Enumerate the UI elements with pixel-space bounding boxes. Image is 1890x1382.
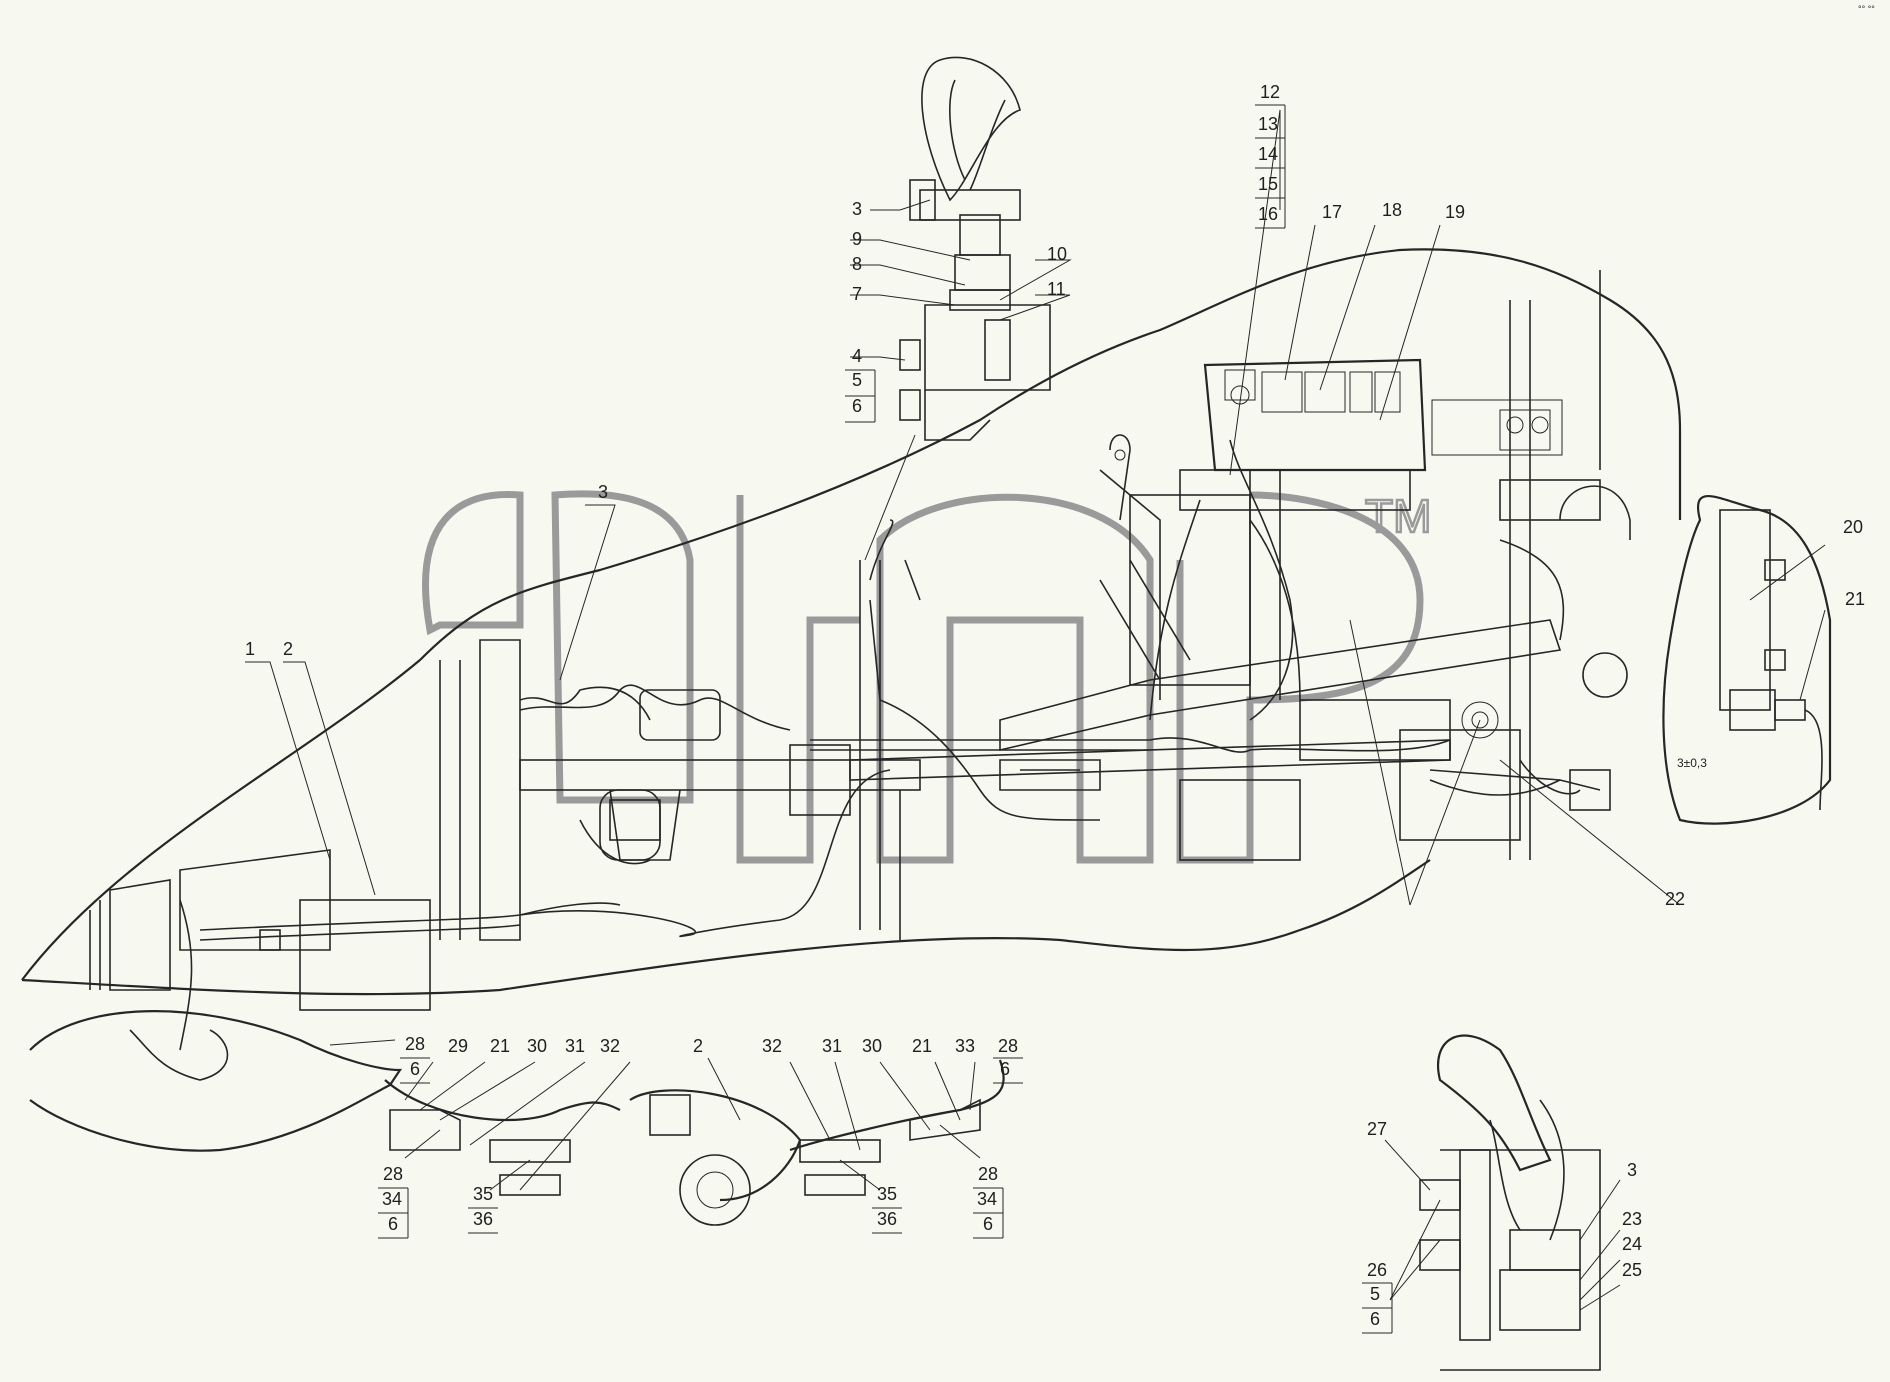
callout-labels: 1 2 3 3 9 8 7 10 11 4 5 6 12 13 14 15 16…	[245, 4, 1875, 1334]
callout-19: 19	[1445, 202, 1465, 222]
callout-15: 15	[1258, 174, 1278, 194]
callout-26: 26	[1367, 1260, 1387, 1280]
callout-34-left: 34	[382, 1189, 402, 1209]
callout-30-left: 30	[527, 1036, 547, 1056]
dimension-label: 3±0,3	[1677, 756, 1707, 770]
callout-23: 23	[1622, 1209, 1642, 1229]
callout-2-bottom: 2	[693, 1036, 703, 1056]
callout-3-top: 3	[852, 199, 862, 219]
watermark-tm: TM	[1365, 490, 1431, 542]
callout-21-right: 21	[912, 1036, 932, 1056]
callout-3: 3	[598, 482, 608, 502]
callout-21-left: 21	[490, 1036, 510, 1056]
watermark-logo: TM	[422, 489, 1433, 864]
callout-2: 2	[283, 639, 293, 659]
callout-5: 5	[852, 370, 862, 390]
instrument-panel	[1099, 358, 1563, 686]
callout-3-bottom: 3	[1627, 1160, 1637, 1180]
callout-1: 1	[245, 639, 255, 659]
detail-joystick	[1419, 1034, 1601, 1371]
callout-36-left: 36	[473, 1209, 493, 1229]
callout-21: 21	[1845, 589, 1865, 609]
callout-5-bottom: 5	[1370, 1284, 1380, 1304]
callout-14: 14	[1258, 144, 1278, 164]
wiring-harness	[129, 439, 1611, 1081]
callout-4: 4	[852, 346, 862, 366]
callout-36-right: 36	[877, 1209, 897, 1229]
callout-28-left: 28	[405, 1034, 425, 1054]
callout-13: 13	[1258, 114, 1278, 134]
callout-18: 18	[1382, 200, 1402, 220]
callout-32-left: 32	[600, 1036, 620, 1056]
callout-29: 29	[448, 1036, 468, 1056]
leader-lines	[245, 109, 1826, 1311]
callout-24: 24	[1622, 1234, 1642, 1254]
callout-30-right: 30	[862, 1036, 882, 1056]
callout-9: 9	[852, 229, 862, 249]
callout-6-bottom: 6	[1370, 1309, 1380, 1329]
callout-10: 10	[1047, 244, 1067, 264]
callout-32-right: 32	[762, 1036, 782, 1056]
callout-20: 20	[1843, 517, 1863, 537]
callout-33: 33	[955, 1036, 975, 1056]
callout-17: 17	[1322, 202, 1342, 222]
callout-12: 12	[1260, 82, 1280, 102]
callout-35-left: 35	[473, 1184, 493, 1204]
callout-6-lower-right: 6	[983, 1214, 993, 1234]
callout-6-right: 6	[1000, 1059, 1010, 1079]
detail-switch-top	[899, 56, 1051, 441]
corner-glyph: °° °°	[1858, 4, 1875, 14]
callout-6: 6	[852, 396, 862, 416]
detail-bracket-right	[1662, 494, 1832, 825]
callout-7: 7	[852, 284, 862, 304]
callout-31-right: 31	[822, 1036, 842, 1056]
callout-28-right: 28	[998, 1036, 1018, 1056]
callout-6-lower-left: 6	[388, 1214, 398, 1234]
callout-11: 11	[1047, 279, 1066, 299]
callout-28-lower-left: 28	[383, 1164, 403, 1184]
callout-8: 8	[852, 254, 862, 274]
callout-22: 22	[1665, 889, 1685, 909]
callout-28-lower-right: 28	[978, 1164, 998, 1184]
callout-35-right: 35	[877, 1184, 897, 1204]
callout-27: 27	[1367, 1119, 1387, 1139]
callout-6-left: 6	[410, 1059, 420, 1079]
detail-harness-clamps	[384, 1059, 1005, 1226]
callout-31-left: 31	[565, 1036, 585, 1056]
callout-34-right: 34	[977, 1189, 997, 1209]
cab-floor-cutaway	[21, 248, 1682, 1202]
callout-16: 16	[1258, 204, 1278, 224]
callout-25: 25	[1622, 1260, 1642, 1280]
